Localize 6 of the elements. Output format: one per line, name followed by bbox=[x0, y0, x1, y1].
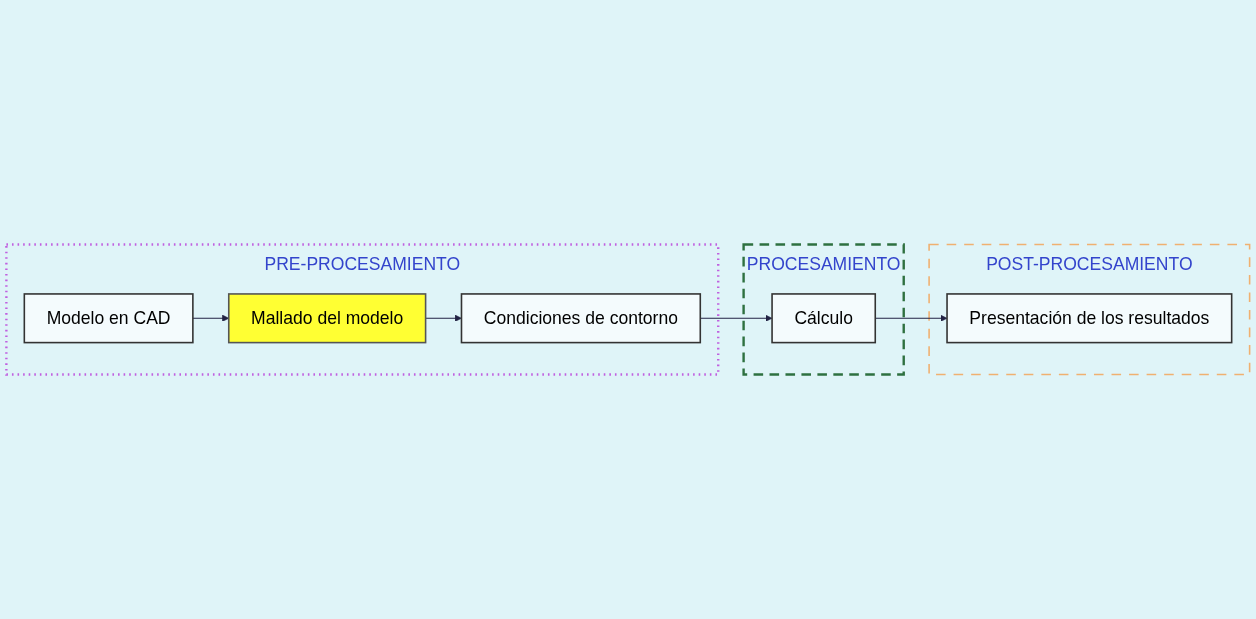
node-box: Condiciones de contorno bbox=[460, 293, 702, 344]
node-box: Presentación de los resultados bbox=[946, 293, 1233, 344]
node-box: Mallado del modelo bbox=[227, 293, 427, 344]
node-box: Cálculo bbox=[771, 293, 877, 344]
node-box: Modelo en CAD bbox=[23, 293, 194, 344]
arrow bbox=[425, 314, 462, 322]
